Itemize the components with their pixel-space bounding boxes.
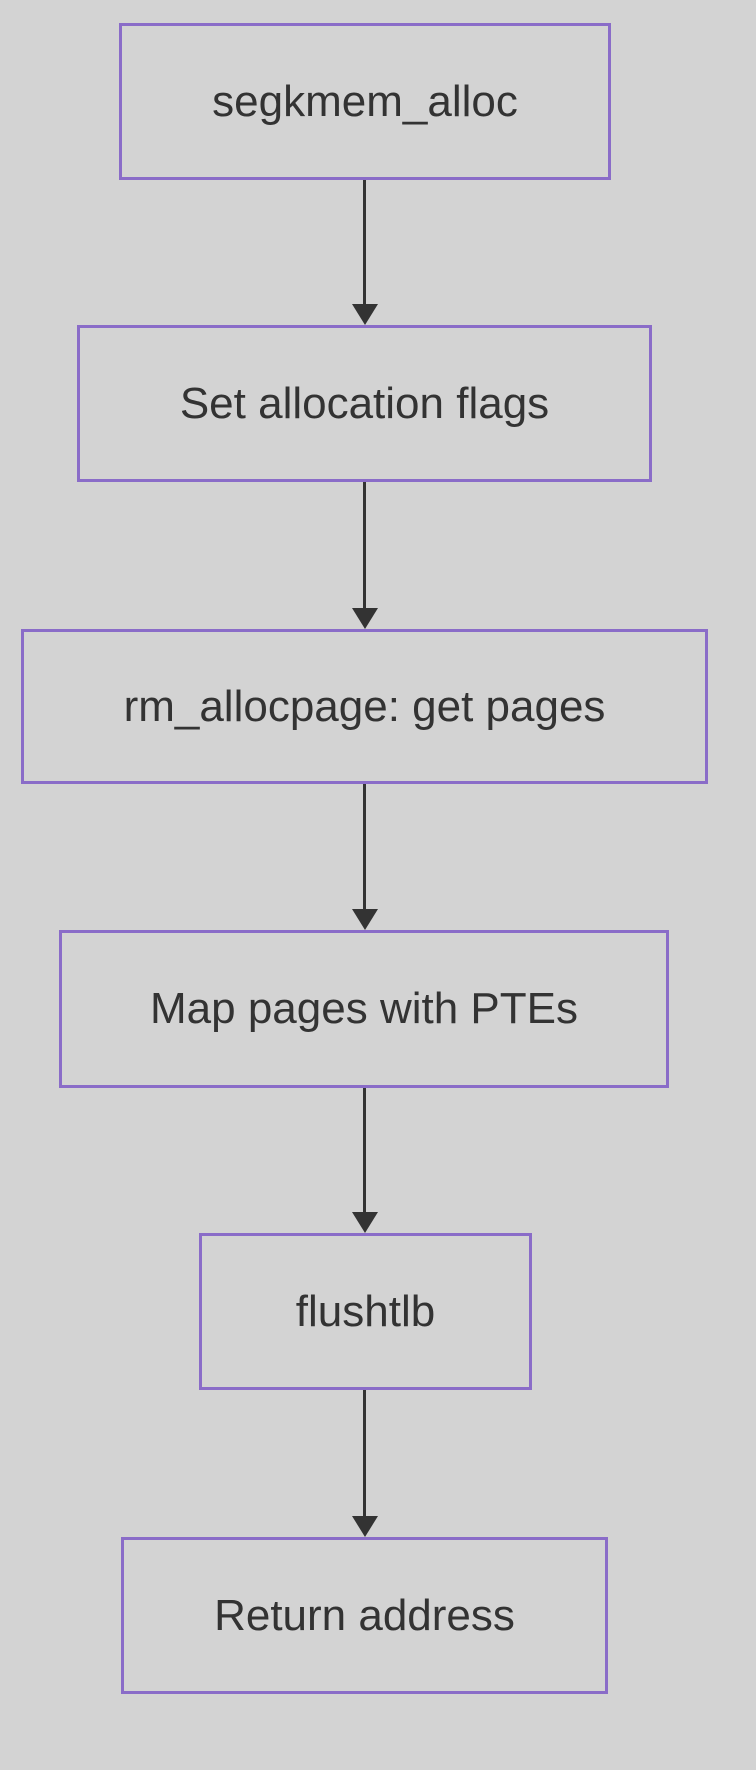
arrowhead-down-icon [352,909,378,930]
arrowhead-down-icon [352,1212,378,1233]
flow-node-rm-allocpage-get-pages: rm_allocpage: get pages [21,629,708,784]
flow-node-set-allocation-flags: Set allocation flags [77,325,652,482]
flow-node-flushtlb: flushtlb [199,1233,532,1390]
edge-line-4 [363,1088,366,1213]
flow-node-map-pages-with-ptes: Map pages with PTEs [59,930,669,1088]
arrowhead-down-icon [352,1516,378,1537]
arrowhead-down-icon [352,608,378,629]
edge-line-3 [363,784,366,910]
edge-line-5 [363,1390,366,1517]
edge-line-2 [363,482,366,609]
flow-node-return-address: Return address [121,1537,608,1694]
flow-node-segkmem-alloc: segkmem_alloc [119,23,611,180]
arrowhead-down-icon [352,304,378,325]
edge-line-1 [363,180,366,305]
